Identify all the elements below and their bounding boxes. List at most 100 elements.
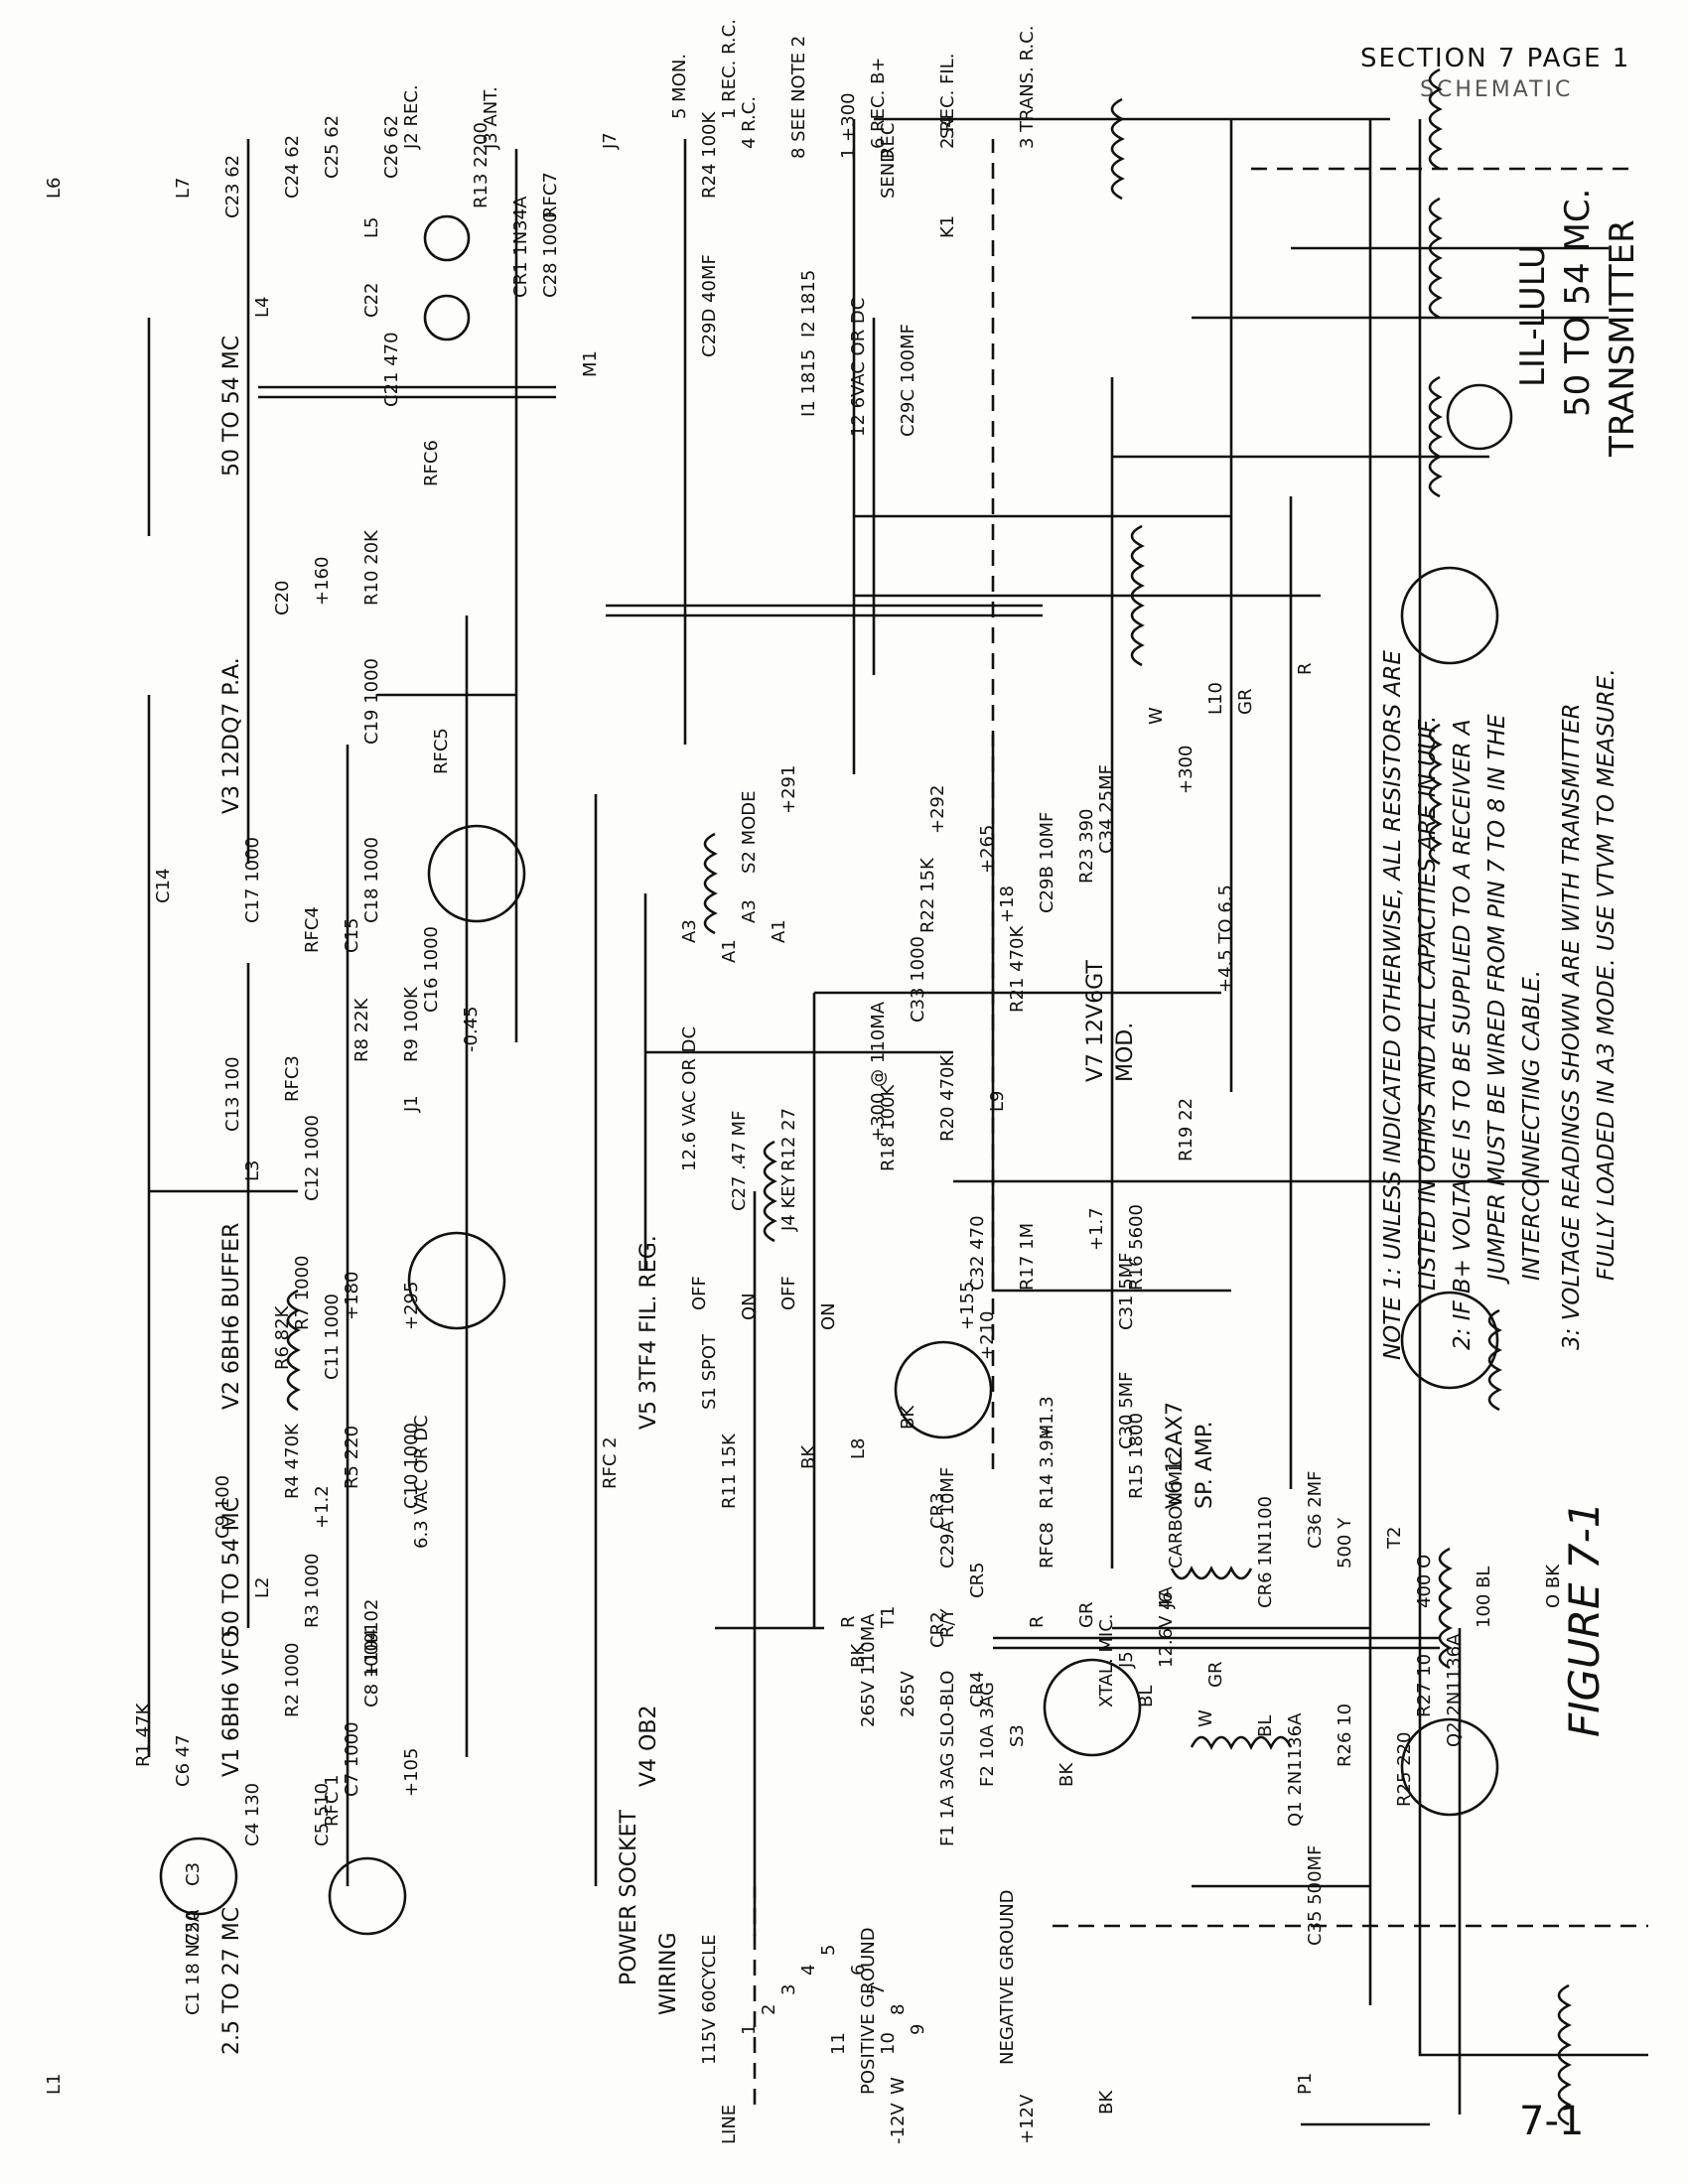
connector-j7: J7 xyxy=(600,132,621,150)
component-f1: F1 1A 3AG SLO-BLO xyxy=(937,1671,958,1846)
connector-pin8: 8 SEE NOTE 2 xyxy=(788,36,809,159)
tube-v6 xyxy=(407,1231,506,1330)
component-rfc3: RFC3 xyxy=(282,1055,303,1102)
tube-v3 xyxy=(1400,566,1499,665)
component-rfc5: RFC5 xyxy=(431,728,452,774)
figure-label: FIGURE 7-1 xyxy=(1560,1501,1609,1737)
voltage-v265b: 265V xyxy=(898,1671,918,1717)
voltage-v300: +300 xyxy=(1176,746,1196,794)
section-label: SECTION 7 PAGE 1 xyxy=(1360,44,1631,73)
component-l2: L2 xyxy=(252,1577,273,1598)
component-c31: C31 5MF xyxy=(1116,1252,1137,1330)
component-c3: C3 xyxy=(183,1862,204,1886)
component-l9: L9 xyxy=(987,1091,1008,1112)
component-r12: R12 27 xyxy=(778,1108,799,1171)
component-r5: R5 220 xyxy=(342,1426,362,1489)
note-line-2: LISTED IN OHMS AND ALL CAPACITIES ARE IN… xyxy=(1415,716,1441,1291)
tube-v6-function: SP. AMP. xyxy=(1193,1421,1217,1509)
component-c2a: C2A xyxy=(183,1909,204,1946)
component-r14: R14 3.9M xyxy=(1037,1425,1057,1509)
tap-l10-w: W xyxy=(1146,707,1167,725)
switch-a3b: A3 xyxy=(739,899,760,923)
power-socket-subtitle: WIRING xyxy=(656,1932,681,2015)
component-c29a: C29A 10MF xyxy=(937,1467,958,1569)
component-cr3: CR3 xyxy=(927,1492,948,1529)
tap-t2-0: O BK xyxy=(1543,1564,1564,1608)
component-s4-send: SEND xyxy=(878,149,899,199)
tube-v7-label: V7 12V6GT xyxy=(1083,960,1108,1082)
component-r17: R17 1M xyxy=(1017,1223,1038,1291)
socket-pin-1: 1 xyxy=(739,2024,760,2035)
component-c29b: C29B 10MF xyxy=(1037,812,1057,913)
component-l4: L4 xyxy=(252,297,273,318)
power-socket-line: LINE xyxy=(719,2105,740,2144)
voltage-v18: +18 xyxy=(997,886,1018,923)
negative-ground-label: NEGATIVE GROUND xyxy=(997,1889,1018,2065)
tap-t2-500: 500 Y xyxy=(1335,1517,1355,1569)
voltage-v180: +180 xyxy=(342,1272,362,1320)
voltage-v102: +102 xyxy=(361,1599,382,1648)
tap-t2-100: 100 BL xyxy=(1474,1567,1494,1628)
socket-pin-2: 2 xyxy=(759,2004,779,2015)
component-r27: R27 10 xyxy=(1414,1654,1435,1717)
tube-v2 xyxy=(1400,1291,1499,1390)
component-cr2: CR2 xyxy=(927,1611,948,1648)
switch-off2: OFF xyxy=(778,1276,799,1310)
tap-l8-bk2: BK xyxy=(898,1405,918,1430)
voltage-v155: +155 xyxy=(957,1282,978,1330)
component-c5: C5 510 xyxy=(312,1783,333,1846)
tap-t1-bk1: BK xyxy=(848,1643,869,1668)
component-c9: C9 100 xyxy=(212,1475,233,1539)
tap-t1-bl1: BL xyxy=(1136,1686,1157,1707)
voltage-v13: +1.3 xyxy=(1037,1396,1057,1439)
tube-v4 xyxy=(1043,1658,1142,1757)
component-rfc2: RFC 2 xyxy=(600,1436,621,1489)
component-l8: L8 xyxy=(848,1438,869,1459)
component-c8: C8 1000 xyxy=(361,1632,382,1707)
note-line-4: JUMPER MUST BE WIRED FROM PIN 7 TO 8 IN … xyxy=(1484,714,1510,1285)
tube-v1-label: V1 6BH6 VFO xyxy=(219,1630,244,1777)
component-c36: C36 2MF xyxy=(1305,1470,1326,1549)
component-r7: R7 1000 xyxy=(292,1256,313,1331)
component-r10: R10 20K xyxy=(361,529,382,606)
socket-pin-6: 6 xyxy=(848,1965,869,1976)
component-s2: S2 MODE xyxy=(739,790,760,874)
component-c29c: C29C 100MF xyxy=(898,324,918,437)
connector-pin5: 5 MON. xyxy=(669,54,690,119)
component-m1: M1 xyxy=(580,350,601,377)
component-c1: C1 18 N750 xyxy=(183,1910,204,2015)
note-line-6: 3: VOLTAGE READINGS SHOWN ARE WITH TRANS… xyxy=(1559,703,1585,1350)
meter-m1 xyxy=(1446,383,1513,451)
component-s3: S3 xyxy=(1007,1724,1028,1747)
component-rfc4: RFC4 xyxy=(302,906,323,953)
component-p1: P1 xyxy=(1295,2073,1316,2095)
voltage-v265ma: 265V 110MA xyxy=(858,1613,879,1727)
component-r25: R25 220 xyxy=(1394,1732,1415,1808)
component-q2: Q2 2N1136A xyxy=(1444,1633,1465,1747)
component-t2: T2 xyxy=(1384,1527,1405,1550)
socket-pin-5: 5 xyxy=(818,1945,839,1956)
component-c35: C35 500MF xyxy=(1305,1845,1326,1946)
component-i2: I2 1815 xyxy=(798,270,819,338)
component-s4-rec: REC xyxy=(878,123,899,159)
switch-off1: OFF xyxy=(689,1276,710,1310)
component-q1: Q1 2N1136A xyxy=(1285,1712,1306,1827)
title-line-3: TRANSMITTER xyxy=(1603,219,1642,458)
component-c25: C25 62 xyxy=(322,115,343,179)
note-line-7: FULLY LOADED IN A3 MODE. USE VTVM TO MEA… xyxy=(1594,668,1619,1281)
voltage-v295: +295 xyxy=(401,1282,422,1330)
section-sublabel: SCHEMATIC xyxy=(1420,77,1574,102)
voltage-v292: +292 xyxy=(927,785,948,834)
voltage-fil126: 12.6 VAC OR DC xyxy=(679,1026,700,1171)
component-r16: R16 5600 xyxy=(1126,1204,1147,1291)
connector-pin1: 1 REC. R.C. xyxy=(719,19,740,119)
tap-t1-bk2: BK xyxy=(1056,1762,1077,1787)
vfo-band: 2.5 TO 27 MC xyxy=(219,1907,244,2055)
tube-v4-label: V4 OB2 xyxy=(636,1706,661,1787)
component-r21: R21 470K xyxy=(1007,925,1028,1013)
component-l7: L7 xyxy=(173,178,194,199)
connector-pin1b: 1 +300 xyxy=(838,92,859,159)
note-line-1: NOTE 1: UNLESS INDICATED OTHERWISE, ALL … xyxy=(1380,650,1406,1360)
component-j5: J5 xyxy=(1116,1651,1137,1669)
